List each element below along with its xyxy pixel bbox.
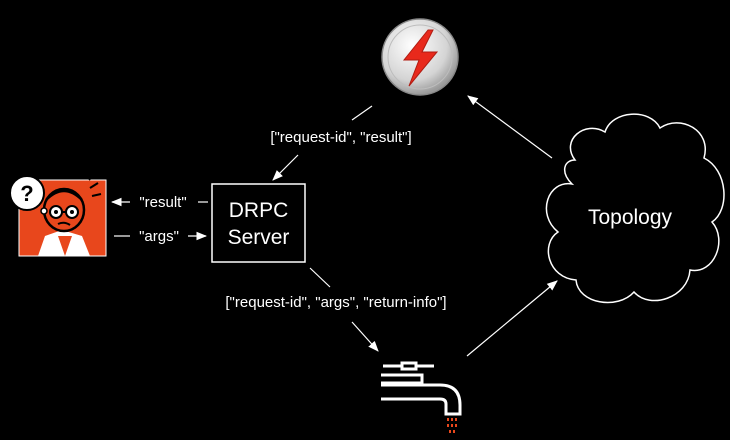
label-bolt-to-server: ["request-id", "result"] — [270, 129, 411, 146]
label-server-to-spout: ["request-id", "args", "return-info"] — [225, 294, 446, 311]
edge-bolt-to-server — [272, 105, 373, 181]
topology-label: Topology — [588, 206, 673, 229]
question-bubble-icon: ? — [9, 175, 48, 215]
drpc-server-label-line2: Server — [228, 226, 290, 249]
drpc-server-label-line1: DRPC — [229, 199, 289, 222]
edge-spout-to-topology — [466, 280, 558, 357]
faucet-icon — [381, 361, 462, 433]
topology-cloud: Topology — [545, 113, 725, 304]
edge-server-to-spout — [309, 267, 379, 352]
lightning-bolt-icon — [381, 18, 459, 96]
label-client-to-server: "args" — [139, 228, 179, 245]
edge-topology-to-bolt — [467, 95, 553, 159]
question-mark: ? — [20, 181, 33, 206]
drpc-server-node: DRPC Server — [211, 183, 306, 263]
label-server-to-client: "result" — [139, 194, 186, 211]
